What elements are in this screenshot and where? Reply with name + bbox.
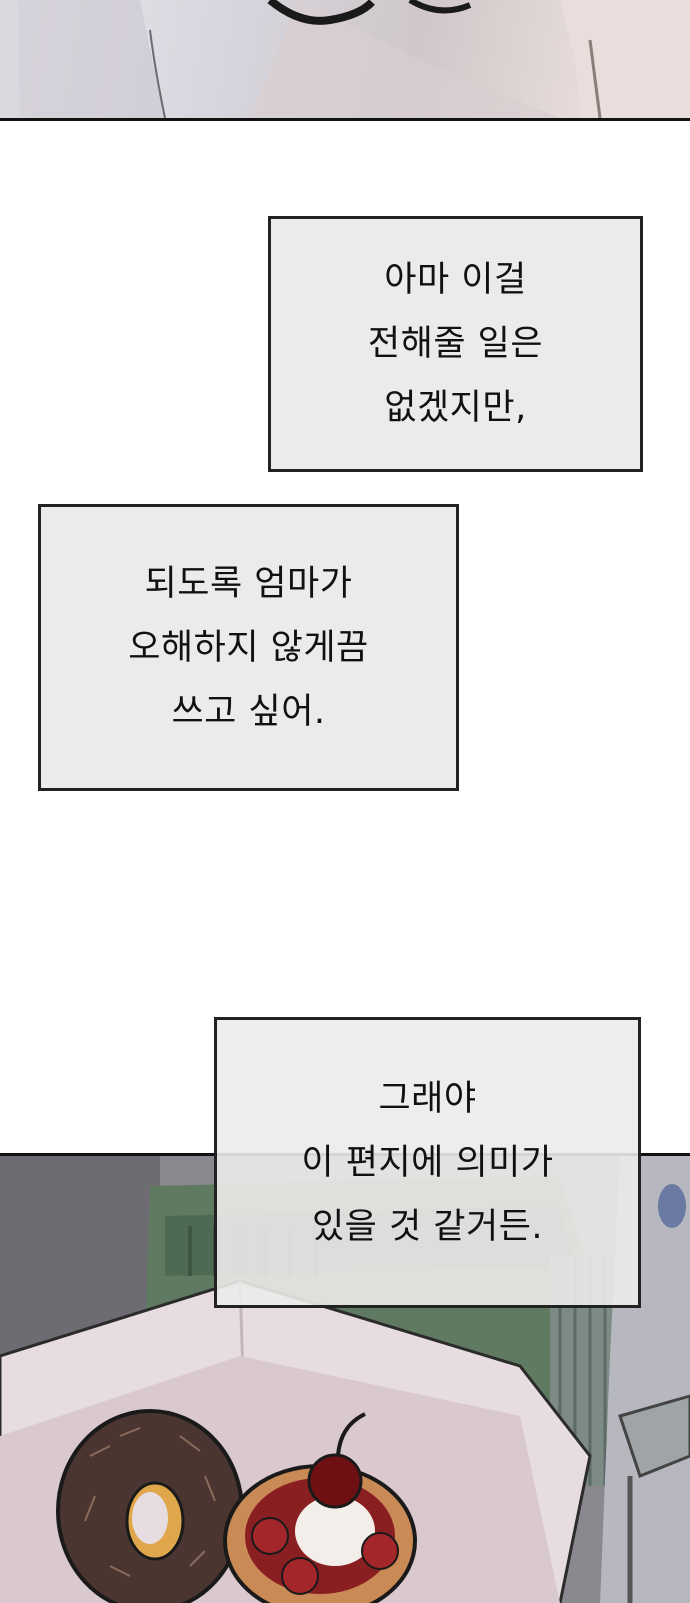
caption-1-line-1: 아마 이걸: [384, 260, 527, 300]
caption-2-line-3: 쓰고 싶어.: [171, 691, 326, 732]
caption-1-line-3: 없겠지만,: [384, 388, 527, 428]
caption-2-line-1: 되도록 엄마가: [144, 563, 353, 604]
caption-1-line-2: 전해줄 일은: [367, 324, 544, 364]
caption-box-3: 그래야 이 편지에 의미가 있을 것 같거든.: [214, 1017, 641, 1308]
top-illustration-panel: [0, 0, 690, 121]
caption-3-line-2: 이 편지에 의미가: [301, 1142, 554, 1183]
caption-2-line-2: 오해하지 않게끔: [128, 627, 369, 668]
caption-box-1: 아마 이걸 전해줄 일은 없겠지만,: [268, 216, 643, 472]
caption-box-2: 되도록 엄마가 오해하지 않게끔 쓰고 싶어.: [38, 504, 459, 791]
top-illustration-art: [0, 0, 690, 118]
caption-3-line-3: 있을 것 같거든.: [311, 1206, 544, 1247]
caption-3-line-1: 그래야: [378, 1078, 477, 1119]
